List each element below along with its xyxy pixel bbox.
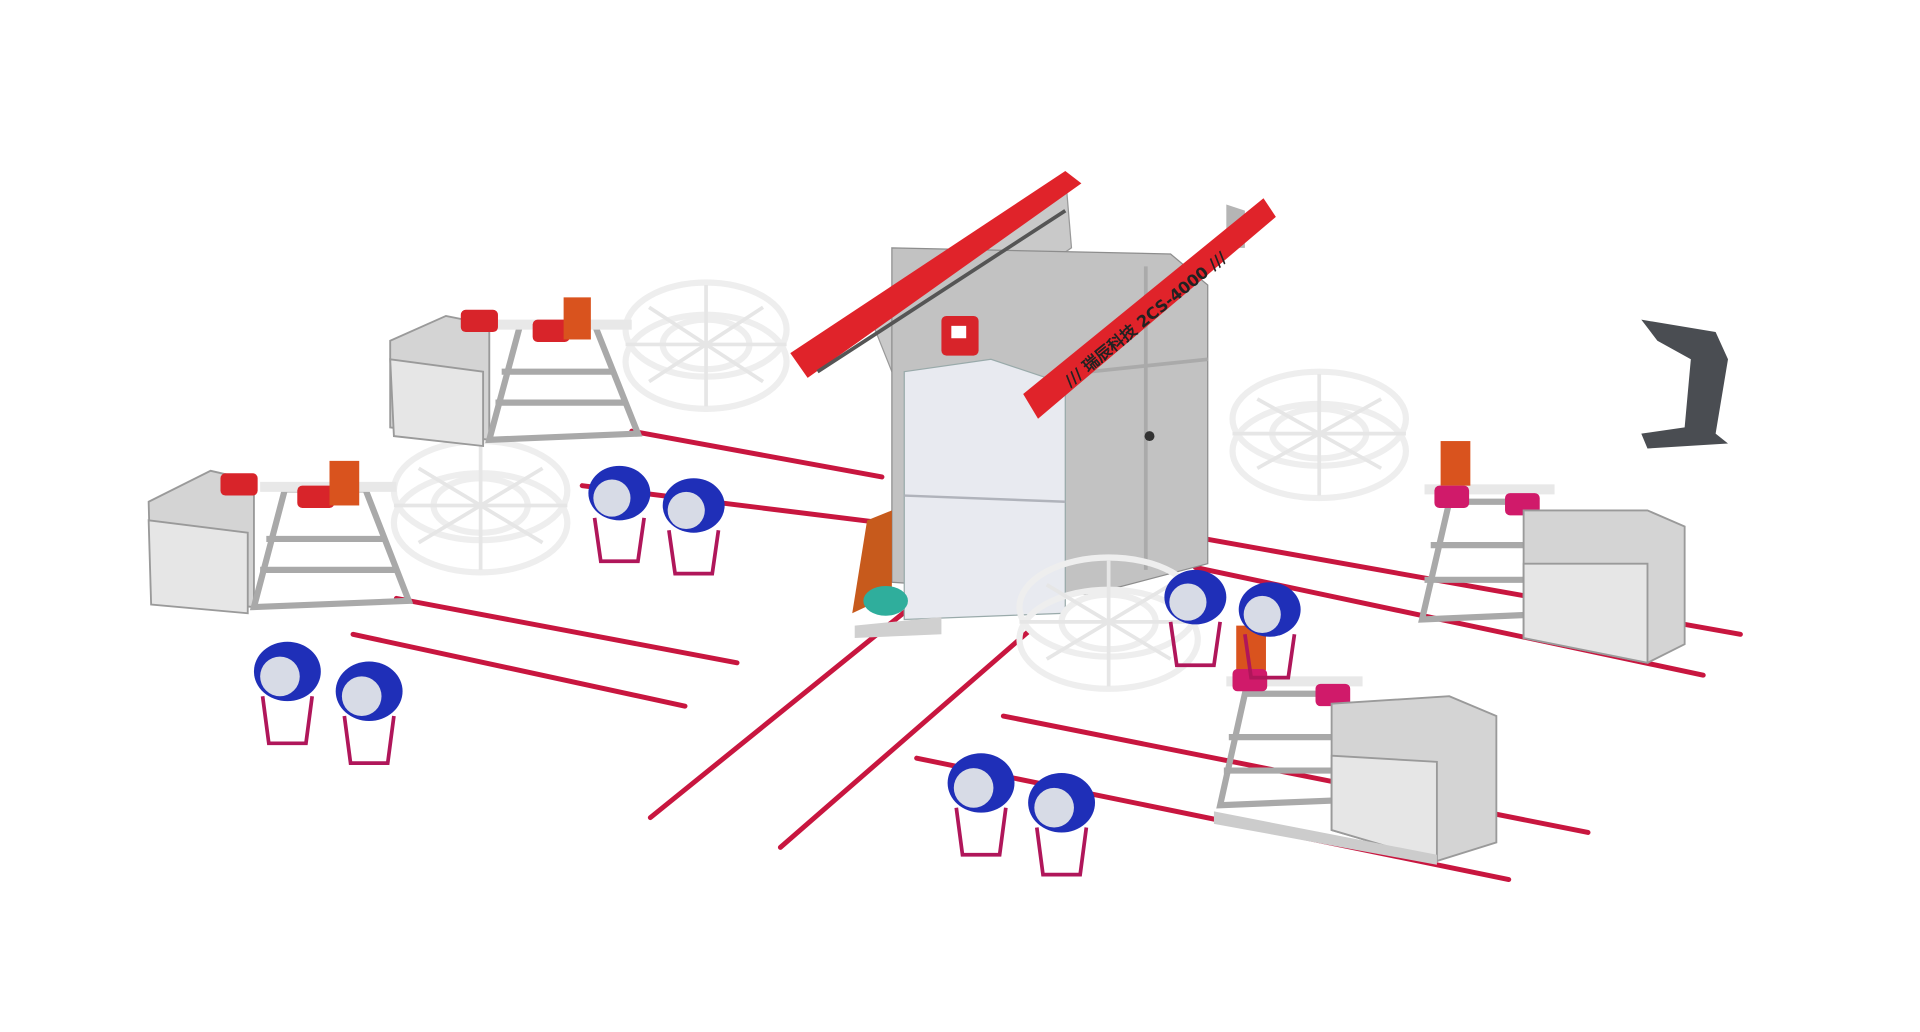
gear-motor bbox=[1315, 683, 1351, 707]
left-beam bbox=[790, 171, 1082, 378]
rail bbox=[629, 428, 885, 480]
station-top-left bbox=[389, 297, 643, 448]
fan bbox=[662, 478, 725, 576]
cooling-fans bbox=[253, 465, 1301, 877]
fan bbox=[1028, 773, 1096, 877]
fan bbox=[253, 641, 321, 746]
station-bottom-right bbox=[1213, 625, 1498, 865]
station-right bbox=[1418, 441, 1686, 664]
right-beam bbox=[1023, 198, 1276, 419]
mold-bracket bbox=[1641, 319, 1728, 449]
fan bbox=[335, 661, 403, 765]
fan bbox=[1164, 569, 1227, 668]
fan bbox=[588, 465, 651, 564]
rail bbox=[393, 595, 740, 666]
rail bbox=[350, 631, 688, 709]
gear-motor bbox=[532, 319, 570, 342]
motor bbox=[863, 585, 908, 616]
reel bbox=[1229, 368, 1410, 502]
gear-motor bbox=[460, 309, 498, 333]
station-left bbox=[147, 460, 414, 615]
fan bbox=[1238, 582, 1301, 680]
reel bbox=[622, 279, 790, 412]
fan bbox=[947, 753, 1015, 857]
rail bbox=[647, 579, 944, 821]
gear-motor bbox=[1434, 485, 1470, 508]
gear-motor bbox=[297, 485, 335, 508]
rail bbox=[777, 629, 1031, 850]
reel bbox=[390, 437, 571, 576]
gear-motor bbox=[220, 473, 258, 496]
gear-motor bbox=[1232, 668, 1268, 692]
